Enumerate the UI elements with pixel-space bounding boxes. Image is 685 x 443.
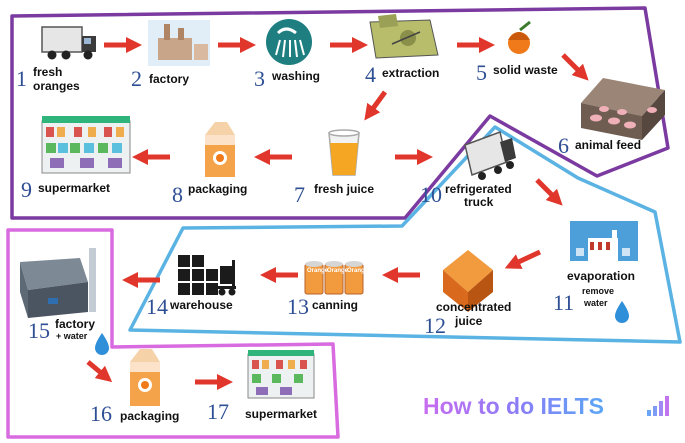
- step-label-16: packaging: [120, 410, 179, 423]
- juice-carton-icon: [205, 122, 235, 177]
- pig-farm-icon: [581, 78, 665, 140]
- step-label-3: washing: [272, 70, 320, 83]
- step-label-17: supermarket: [245, 408, 317, 421]
- step-number-7: 7: [294, 184, 305, 206]
- step-label-14: warehouse: [170, 299, 233, 312]
- arrow-11-12: [512, 252, 540, 265]
- step-label-5: solid waste: [493, 64, 558, 77]
- step-number-15: 15: [28, 320, 50, 342]
- arrow-10-11: [537, 180, 557, 200]
- cans-icon: [305, 261, 363, 294]
- step-note-15: + water: [56, 332, 87, 342]
- step-label-7: fresh juice: [314, 183, 374, 196]
- step-label-8: packaging: [188, 183, 247, 196]
- brand-logo-text: How to do IELTS: [423, 395, 604, 418]
- step-number-3: 3: [254, 68, 265, 90]
- step-note-11-line1: remove: [582, 287, 614, 297]
- juice-glass-icon: [329, 130, 359, 175]
- step-label-12-line1: concentrated: [436, 301, 511, 314]
- evaporation-plant-icon: [570, 221, 638, 261]
- step-number-1: 1: [16, 68, 27, 90]
- step-label-11: evaporation: [567, 270, 635, 283]
- arrow-4-7: [369, 92, 385, 114]
- step-label-13: canning: [312, 299, 358, 312]
- step-number-2: 2: [131, 68, 142, 90]
- step-number-6: 6: [558, 135, 569, 157]
- step-number-10: 10: [420, 184, 442, 206]
- step-number-17: 17: [207, 401, 229, 423]
- supermarket-shelf-icon: [248, 350, 314, 398]
- step-number-4: 4: [365, 64, 376, 86]
- arrow-5-6: [563, 55, 583, 75]
- factory-sketch-icon: [148, 20, 210, 66]
- step-label-6: animal feed: [575, 139, 641, 152]
- step-number-13: 13: [287, 296, 309, 318]
- juice-carton-icon: [130, 349, 160, 406]
- orange-peel-icon: [508, 22, 530, 54]
- step-number-9: 9: [21, 179, 32, 201]
- signal-bars-icon: [647, 396, 669, 416]
- extraction-machine-icon: [370, 14, 438, 58]
- factory-building-icon: [20, 248, 96, 318]
- shower-icon: [266, 19, 312, 65]
- step-label-10-line2: truck: [464, 196, 493, 209]
- truck-icon: [42, 27, 96, 60]
- step-note-11-line2: water: [584, 299, 608, 309]
- step-label-2: factory: [149, 73, 189, 86]
- step-number-11: 11: [553, 292, 574, 314]
- step-label-9: supermarket: [38, 182, 110, 195]
- water-drop-icon: [615, 301, 629, 323]
- can-label: Orange: [347, 268, 368, 275]
- step-label-4: extraction: [382, 67, 439, 80]
- forklift-icon: [178, 255, 236, 296]
- step-label-1-line1: fresh: [33, 66, 62, 79]
- can-label: Orange: [307, 268, 328, 275]
- water-drop-icon: [95, 333, 109, 355]
- step-label-12-line2: juice: [455, 315, 482, 328]
- arrow-15-16: [88, 362, 106, 377]
- step-label-1-line2: oranges: [33, 80, 80, 93]
- step-number-16: 16: [90, 403, 112, 425]
- step-label-15: factory: [55, 318, 95, 331]
- supermarket-shelf-icon: [42, 116, 130, 173]
- step-number-12: 12: [424, 315, 446, 337]
- step-number-14: 14: [146, 296, 168, 318]
- can-label: Orange: [327, 268, 348, 275]
- step-number-8: 8: [172, 184, 183, 206]
- step-number-5: 5: [476, 62, 487, 84]
